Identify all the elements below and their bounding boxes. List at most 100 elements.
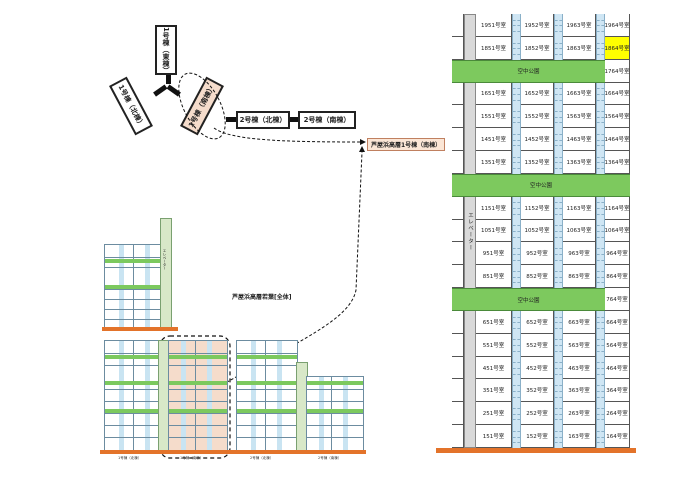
room-cell: 251号室 — [476, 402, 512, 426]
room-cell: 963号室 — [563, 242, 596, 266]
room-cell: 664号室 — [605, 310, 630, 334]
stair-shaft — [554, 333, 563, 357]
room-cell: 451号室 — [476, 356, 512, 380]
room-cell: 1651号室 — [476, 82, 512, 106]
room-cell: 1663号室 — [563, 82, 596, 106]
room-cell: 1051号室 — [476, 219, 512, 243]
sky-park-band: 空中公園 — [452, 59, 605, 83]
stair-shaft — [554, 402, 563, 426]
room-cell: 151号室 — [476, 425, 512, 448]
sky-park-band: 空中公園 — [452, 288, 605, 311]
room-cell: 1464号室 — [605, 128, 630, 152]
stair-shaft — [596, 356, 605, 380]
stair-shaft — [512, 402, 521, 426]
room-cell: 364号室 — [605, 379, 630, 403]
connector-2a — [226, 117, 238, 122]
elevator-label: エレベーター — [467, 211, 473, 251]
ground-2 — [100, 450, 366, 454]
stair-shaft — [512, 36, 521, 60]
room-cell: 463号室 — [563, 356, 596, 380]
stair-shaft — [596, 14, 605, 37]
room-cell: 1851号室 — [476, 36, 512, 60]
building-1-east-label: 1号棟（東棟） — [162, 26, 170, 74]
room-cell: 564号室 — [605, 333, 630, 357]
foot-label-4: 2号棟（南棟） — [318, 456, 342, 460]
stair-shaft — [512, 128, 521, 152]
room-cell: 1351号室 — [476, 151, 512, 174]
stair-shaft — [512, 14, 521, 37]
room-cell: 1964号室 — [605, 14, 630, 37]
room-cell: 1864号室 — [605, 36, 630, 60]
room-cell: 1451号室 — [476, 128, 512, 152]
room-cell: 551号室 — [476, 333, 512, 357]
mini-building-1-north — [104, 340, 166, 452]
stair-shaft — [512, 333, 521, 357]
room-cell: 264号室 — [605, 402, 630, 426]
stair-shaft — [596, 333, 605, 357]
room-cell: 1552号室 — [521, 105, 554, 129]
room-cell: 651号室 — [476, 310, 512, 334]
corridor-strip — [452, 14, 464, 37]
room-cell: 1151号室 — [476, 196, 512, 220]
stair-shaft — [554, 82, 563, 106]
room-cell: 1363号室 — [563, 151, 596, 174]
room-cell: 164号室 — [605, 425, 630, 448]
room-cell: 1063号室 — [563, 219, 596, 243]
stair-shaft — [512, 310, 521, 334]
connector-east — [166, 72, 171, 84]
room-cell: 1951号室 — [476, 14, 512, 37]
room-cell: 1463号室 — [563, 128, 596, 152]
mini-elevator-1: エレベーター — [160, 218, 172, 330]
connector-2b — [288, 117, 300, 122]
stair-shaft — [596, 265, 605, 289]
room-cell: 352号室 — [521, 379, 554, 403]
stair-shaft — [512, 196, 521, 220]
stair-shaft — [554, 196, 563, 220]
room-cell: 464号室 — [605, 356, 630, 380]
room-cell: 1863号室 — [563, 36, 596, 60]
stair-shaft — [512, 356, 521, 380]
room-cell: 152号室 — [521, 425, 554, 448]
building-2-north-label: 2号棟（北棟） — [239, 116, 287, 124]
room-cell: 552号室 — [521, 333, 554, 357]
room-cell: 1764号室 — [605, 59, 630, 83]
stair-shaft — [512, 151, 521, 174]
room-cell: 1952号室 — [521, 14, 554, 37]
room-cell: 1064号室 — [605, 219, 630, 243]
room-cell: 1664号室 — [605, 82, 630, 106]
stair-shaft — [554, 242, 563, 266]
mini-building-2-north — [236, 340, 298, 452]
overall-caption: 芦屋浜高層若葉[全体] — [232, 294, 292, 301]
room-cell: 1452号室 — [521, 128, 554, 152]
room-cell: 1852号室 — [521, 36, 554, 60]
stair-shaft — [554, 425, 563, 448]
room-cell: 1364号室 — [605, 151, 630, 174]
room-cell: 951号室 — [476, 242, 512, 266]
sky-park-band: 空中公園 — [452, 173, 630, 197]
mini-building-1-south — [168, 340, 228, 452]
stair-shaft — [554, 36, 563, 60]
mini-elevator-label-1: エレベーター — [163, 249, 167, 270]
room-cell: 163号室 — [563, 425, 596, 448]
stair-shaft — [512, 379, 521, 403]
stair-shaft — [554, 105, 563, 129]
stair-shaft — [512, 425, 521, 448]
corridor-strip — [452, 379, 464, 403]
corridor-strip — [452, 105, 464, 129]
room-cell: 351号室 — [476, 379, 512, 403]
detail-title: 芦屋浜高層1号棟（南棟） — [367, 138, 446, 151]
room-cell: 1652号室 — [521, 82, 554, 106]
building-2-south: 2号棟（南棟） — [298, 111, 356, 129]
stair-shaft — [596, 219, 605, 243]
room-cell: 764号室 — [605, 288, 630, 311]
room-cell: 1052号室 — [521, 219, 554, 243]
corridor-strip — [452, 219, 464, 243]
corridor-strip — [452, 196, 464, 220]
room-cell: 851号室 — [476, 265, 512, 289]
room-cell: 964号室 — [605, 242, 630, 266]
room-cell: 1564号室 — [605, 105, 630, 129]
stair-shaft — [596, 425, 605, 448]
room-cell: 1164号室 — [605, 196, 630, 220]
room-cell: 452号室 — [521, 356, 554, 380]
